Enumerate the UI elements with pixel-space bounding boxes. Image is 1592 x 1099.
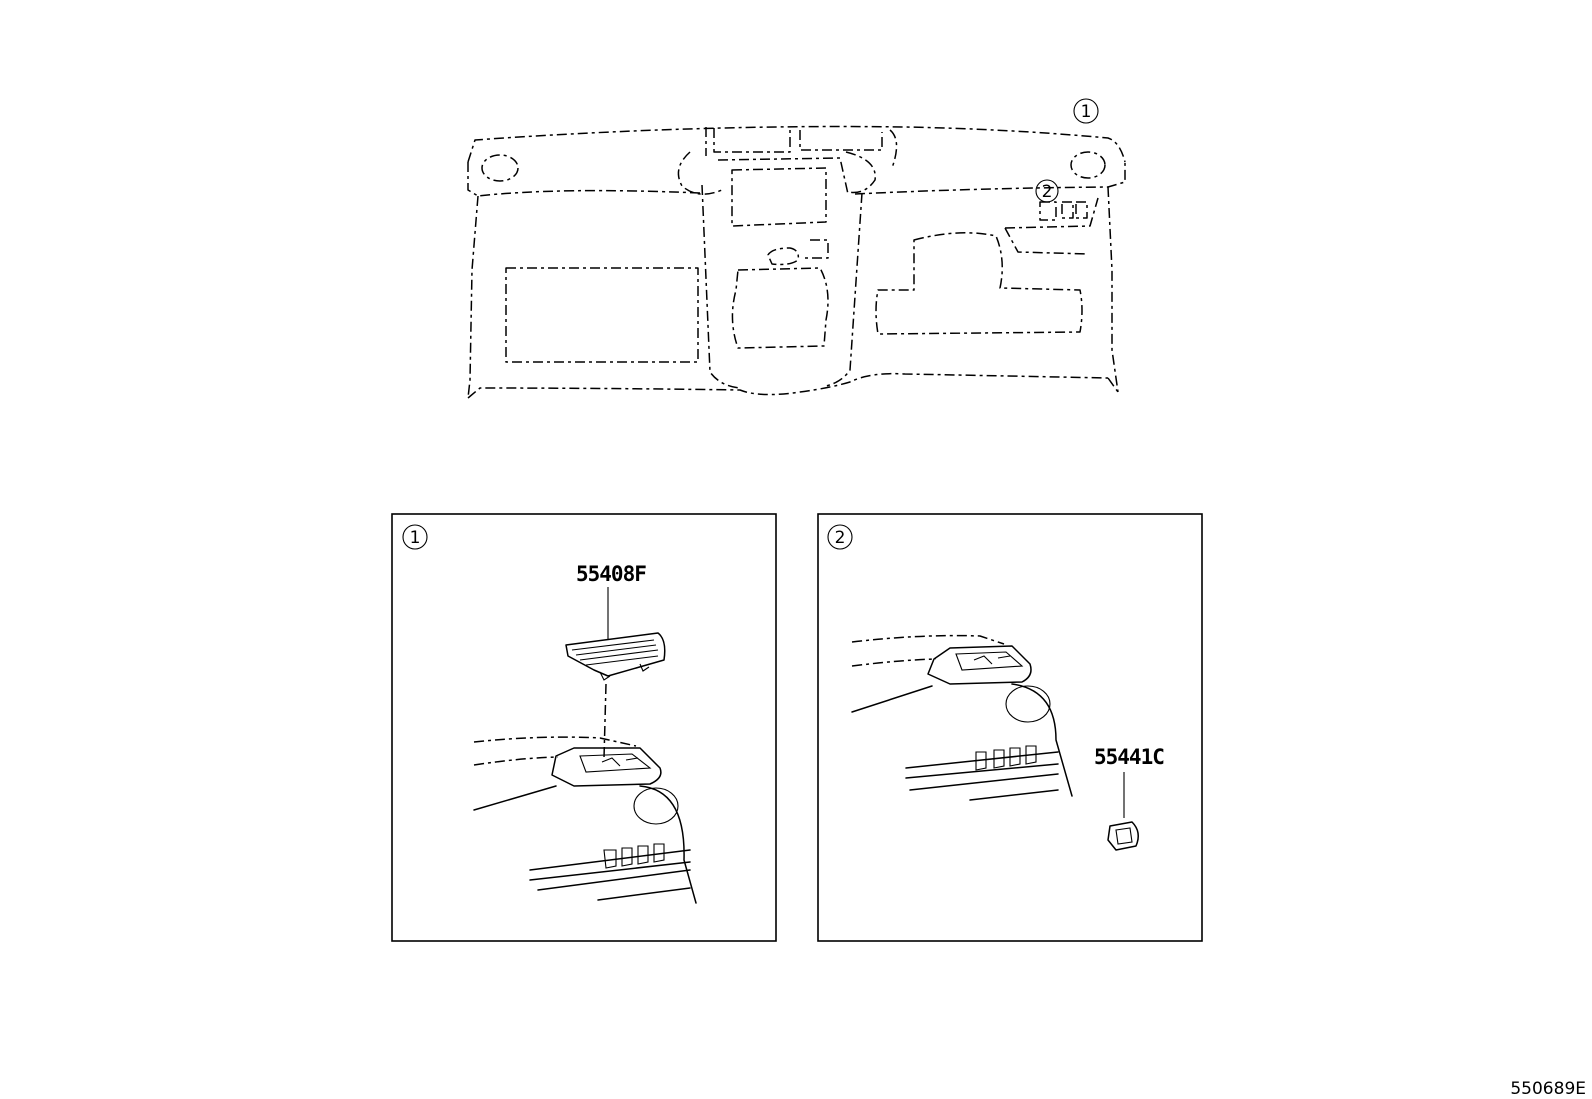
instrument-panel-overview: 1 2 — [467, 98, 1126, 399]
overview-callout-2: 2 — [1042, 182, 1053, 202]
detail-1-callout: 1 — [410, 528, 421, 548]
detail-2-callout: 2 — [835, 528, 846, 548]
dashboard-section-2 — [851, 634, 1073, 801]
dashboard-section-1 — [473, 736, 697, 904]
switch-hole-cover-part-illustration — [1107, 821, 1139, 851]
vent-cover-part-illustration — [565, 632, 666, 681]
detail-panel-1: 1 55408F — [391, 513, 777, 942]
part-number-55441C: 55441C — [1094, 745, 1164, 769]
detail-panel-2: 2 55441C — [817, 513, 1203, 942]
part-number-55408F: 55408F — [576, 562, 646, 586]
overview-callout-1: 1 — [1081, 102, 1092, 122]
figure-id: 550689E — [1510, 1079, 1586, 1099]
